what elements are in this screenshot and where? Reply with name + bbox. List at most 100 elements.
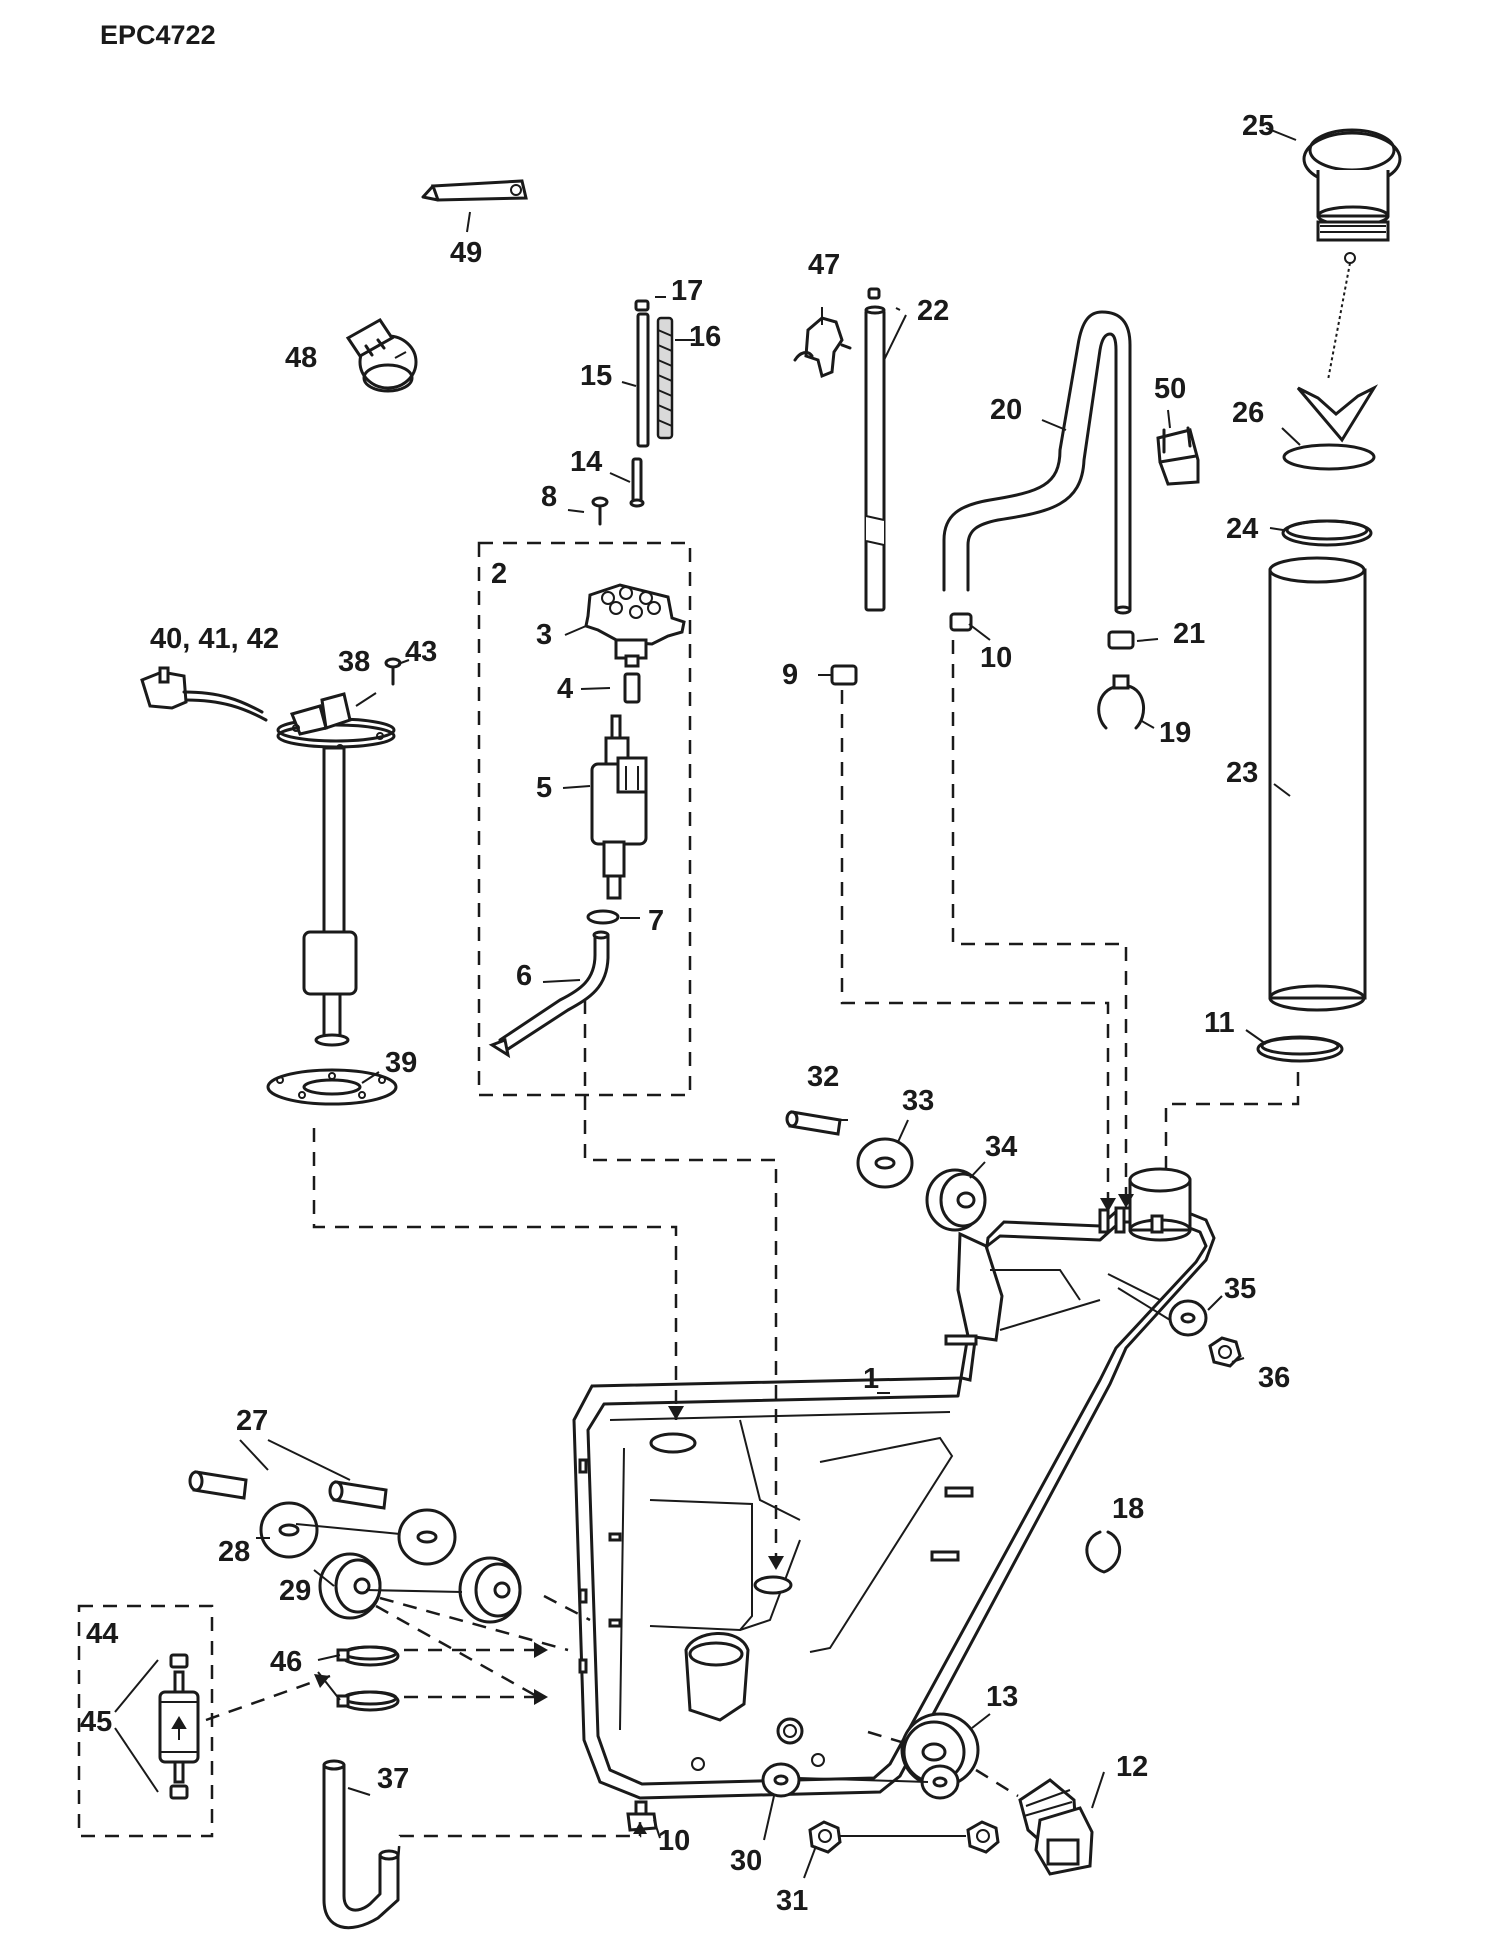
callout-29: 29 <box>279 1575 311 1607</box>
part-3-pump-head <box>584 583 686 668</box>
part-12-elbow-fitting <box>1018 1778 1094 1876</box>
part-13-grommet <box>900 1712 980 1788</box>
part-11-clamp <box>1256 1035 1344 1063</box>
part-30-washer-left <box>761 1762 801 1798</box>
callout-13: 13 <box>986 1681 1018 1713</box>
part-5-fuel-pump <box>590 714 648 900</box>
callout-28: 28 <box>218 1536 250 1568</box>
part-35-washer <box>1168 1299 1208 1337</box>
callout-37: 37 <box>377 1763 409 1795</box>
part-26-seal <box>1282 443 1376 471</box>
callout-26: 26 <box>1232 397 1264 429</box>
callout-50: 50 <box>1154 373 1186 405</box>
part-25-filler-cap <box>1296 128 1402 443</box>
callout-47: 47 <box>808 249 840 281</box>
callout-1: 1 <box>863 1363 879 1395</box>
callout-2: 2 <box>491 558 507 590</box>
callout-48: 48 <box>285 342 317 374</box>
part-48-clamp <box>345 318 418 393</box>
part-18-clip <box>1085 1530 1122 1574</box>
callout-17: 17 <box>671 275 703 307</box>
part-24-clamp <box>1281 519 1373 547</box>
callout-40-41-42: 40, 41, 42 <box>150 623 279 655</box>
part-7-o-ring <box>586 909 620 925</box>
part-38-sender-rod <box>302 746 358 1047</box>
part-39-gasket <box>266 1068 398 1106</box>
part-28-washer-right <box>397 1508 457 1566</box>
callout-24: 24 <box>1226 513 1258 545</box>
part-34-isolator <box>925 1168 987 1232</box>
part-29-isolator-right <box>458 1556 522 1624</box>
part-17-cap <box>634 299 650 312</box>
callout-30: 30 <box>730 1845 762 1877</box>
part-31-nut-right <box>966 1820 1000 1854</box>
group-2-boundary <box>477 541 692 1097</box>
part-32-stud <box>785 1110 842 1136</box>
callout-44: 44 <box>86 1618 118 1650</box>
part-40-41-42-connector <box>140 666 268 722</box>
callout-16: 16 <box>689 321 721 353</box>
part-45-fuel-filter <box>158 1653 200 1800</box>
part-31-nut-left <box>808 1820 842 1854</box>
part-36-nut <box>1208 1336 1242 1368</box>
part-46-clamp-upper <box>336 1645 400 1667</box>
callout-45: 45 <box>80 1706 112 1738</box>
tank-filler-neck <box>1098 1167 1192 1242</box>
callout-43: 43 <box>405 636 437 668</box>
part-20-vent-hose <box>942 310 1132 615</box>
group-44-boundary <box>77 1604 214 1838</box>
callout-10-top: 10 <box>980 642 1012 674</box>
part-33-washer <box>856 1137 914 1189</box>
callout-10-bottom: 10 <box>658 1825 690 1857</box>
callout-20: 20 <box>990 394 1022 426</box>
callout-35: 35 <box>1224 1273 1256 1305</box>
part-8-screw <box>591 496 609 526</box>
part-27-stud-right <box>328 1480 388 1510</box>
callout-32: 32 <box>807 1061 839 1093</box>
callout-11: 11 <box>1204 1007 1235 1039</box>
callout-22: 22 <box>917 295 949 327</box>
part-9-fitting <box>830 664 858 686</box>
callout-34: 34 <box>985 1131 1017 1163</box>
part-14-pin <box>629 457 645 508</box>
callout-27: 27 <box>236 1405 268 1437</box>
callout-6: 6 <box>516 960 532 992</box>
part-16-spring <box>656 316 674 440</box>
routing-lines <box>205 640 1300 1861</box>
callout-5: 5 <box>536 772 552 804</box>
callout-39: 39 <box>385 1047 417 1079</box>
part-49-bracket <box>421 179 528 202</box>
callout-leaders <box>114 127 1301 1879</box>
callout-36: 36 <box>1258 1362 1290 1394</box>
part-43-screw <box>384 657 402 686</box>
part-22-tube <box>864 287 886 612</box>
callout-9: 9 <box>782 659 798 691</box>
part-10-fitting-top <box>949 612 973 632</box>
part-50-bracket <box>1156 426 1200 486</box>
callout-21: 21 <box>1173 618 1205 650</box>
document-code: EPC4722 <box>100 20 216 50</box>
callout-14: 14 <box>570 446 602 478</box>
callout-49: 49 <box>450 237 482 269</box>
part-21-fitting <box>1107 630 1135 650</box>
part-19-clip <box>1097 674 1145 730</box>
callout-38: 38 <box>338 646 370 678</box>
callout-4: 4 <box>557 673 573 705</box>
part-37-hose <box>322 1759 400 1930</box>
part-23-filler-tube <box>1268 556 1367 1012</box>
callout-7: 7 <box>648 905 664 937</box>
callout-23: 23 <box>1226 757 1258 789</box>
callout-3: 3 <box>536 619 552 651</box>
callout-31: 31 <box>776 1885 808 1917</box>
callout-33: 33 <box>902 1085 934 1117</box>
callout-18: 18 <box>1112 1493 1144 1525</box>
part-46-clamp-lower <box>336 1690 400 1712</box>
callout-12: 12 <box>1116 1751 1148 1783</box>
part-4-sleeve <box>623 672 641 704</box>
callout-19: 19 <box>1159 717 1191 749</box>
part-15-rod <box>636 312 650 448</box>
part-30-washer-right <box>920 1764 960 1800</box>
callout-25: 25 <box>1242 110 1274 142</box>
part-6-pickup-tube <box>488 930 610 1059</box>
callout-15: 15 <box>580 360 612 392</box>
